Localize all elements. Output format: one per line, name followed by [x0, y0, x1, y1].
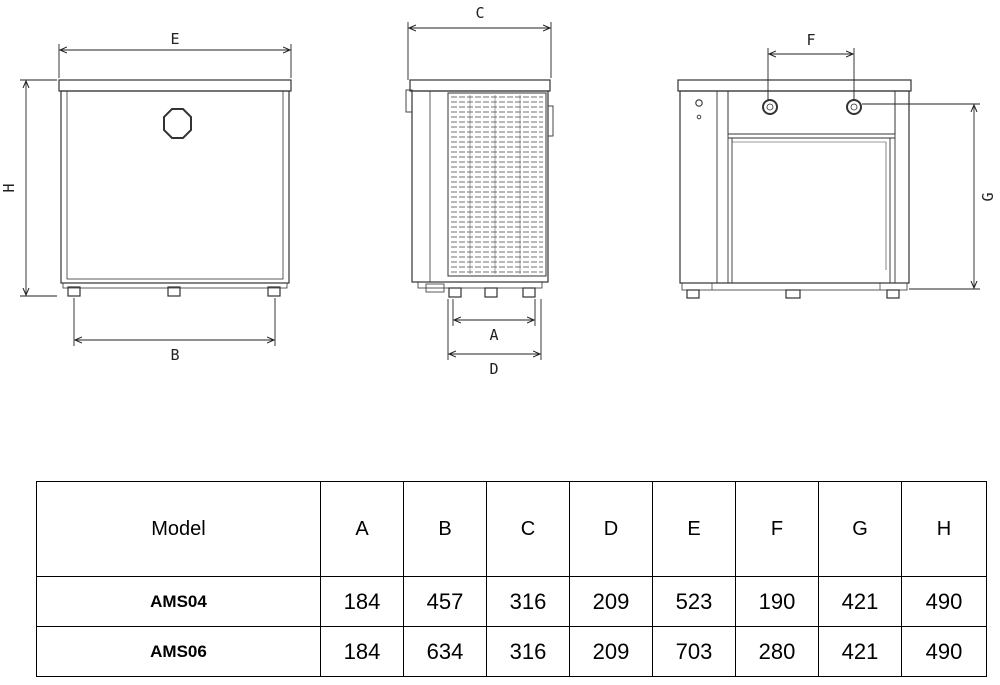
rear-view	[677, 79, 912, 299]
header-cell-B: B	[403, 481, 487, 577]
table-row: AMS04 184 457 316 209 523 190 421 490	[36, 576, 987, 627]
value-cell: 421	[818, 626, 902, 677]
rear-view-connection-panel	[727, 90, 896, 135]
header-cell-H: H	[901, 481, 987, 577]
dimension-A	[452, 299, 536, 326]
dimension-E	[58, 44, 292, 78]
dimension-label-H: H	[0, 183, 18, 192]
dimensions-table: Model A B C D E F G H AMS04 184 457 316 …	[36, 481, 987, 677]
header-cell-F: F	[735, 481, 819, 577]
rear-view-foot-left	[686, 289, 700, 299]
side-view	[405, 79, 554, 298]
dimension-H	[20, 79, 57, 297]
front-view-body	[60, 90, 290, 284]
water-outlet-connector	[846, 99, 862, 115]
table-row: AMS06 184 634 316 209 703 280 421 490	[36, 626, 987, 677]
dimension-D	[447, 299, 542, 360]
rear-view-top	[677, 79, 912, 92]
front-view-foot-right	[267, 286, 281, 297]
dimension-F	[767, 48, 855, 100]
dimension-label-G: G	[979, 192, 997, 201]
dimension-label-C: C	[475, 4, 484, 22]
dimension-C	[407, 22, 552, 80]
side-view-foot-left	[448, 287, 462, 298]
header-cell-D: D	[569, 481, 653, 577]
side-view-fan-grille	[447, 92, 547, 277]
side-view-top	[409, 79, 551, 92]
value-cell: 184	[320, 576, 404, 627]
dimension-label-A: A	[489, 326, 498, 344]
value-cell: 190	[735, 576, 819, 627]
model-name-cell: AMS06	[36, 626, 321, 677]
table-header-row: Model A B C D E F G H	[36, 481, 987, 577]
water-connection-octagon	[163, 108, 192, 139]
front-view-foot-left	[67, 286, 81, 297]
header-cell-C: C	[486, 481, 570, 577]
dimension-B	[73, 298, 276, 346]
dimension-label-D: D	[489, 360, 498, 378]
value-cell: 316	[486, 626, 570, 677]
value-cell: 209	[569, 626, 653, 677]
front-view-top-lid	[58, 79, 292, 92]
header-cell-E: E	[652, 481, 736, 577]
front-view	[58, 79, 292, 297]
dimension-label-E: E	[170, 30, 179, 48]
header-cell-model: Model	[36, 481, 321, 577]
header-cell-A: A	[320, 481, 404, 577]
dimension-label-B: B	[170, 346, 179, 364]
value-cell: 523	[652, 576, 736, 627]
value-cell: 421	[818, 576, 902, 627]
value-cell: 490	[901, 576, 987, 627]
model-name-cell: AMS04	[36, 576, 321, 627]
value-cell: 209	[569, 576, 653, 627]
header-cell-G: G	[818, 481, 902, 577]
value-cell: 316	[486, 576, 570, 627]
rear-view-foot-right	[886, 289, 900, 299]
dimension-label-F: F	[806, 31, 815, 49]
dimension-G	[862, 103, 980, 290]
dimension-drawings: E H B C A	[0, 4, 997, 378]
value-cell: 280	[735, 626, 819, 677]
water-inlet-connector	[762, 99, 778, 115]
cable-gland	[695, 99, 703, 107]
value-cell: 490	[901, 626, 987, 677]
value-cell: 184	[320, 626, 404, 677]
side-view-body	[411, 90, 549, 283]
value-cell: 457	[403, 576, 487, 627]
rear-view-body	[679, 90, 910, 284]
side-view-foot-right	[522, 287, 536, 298]
value-cell: 634	[403, 626, 487, 677]
value-cell: 703	[652, 626, 736, 677]
